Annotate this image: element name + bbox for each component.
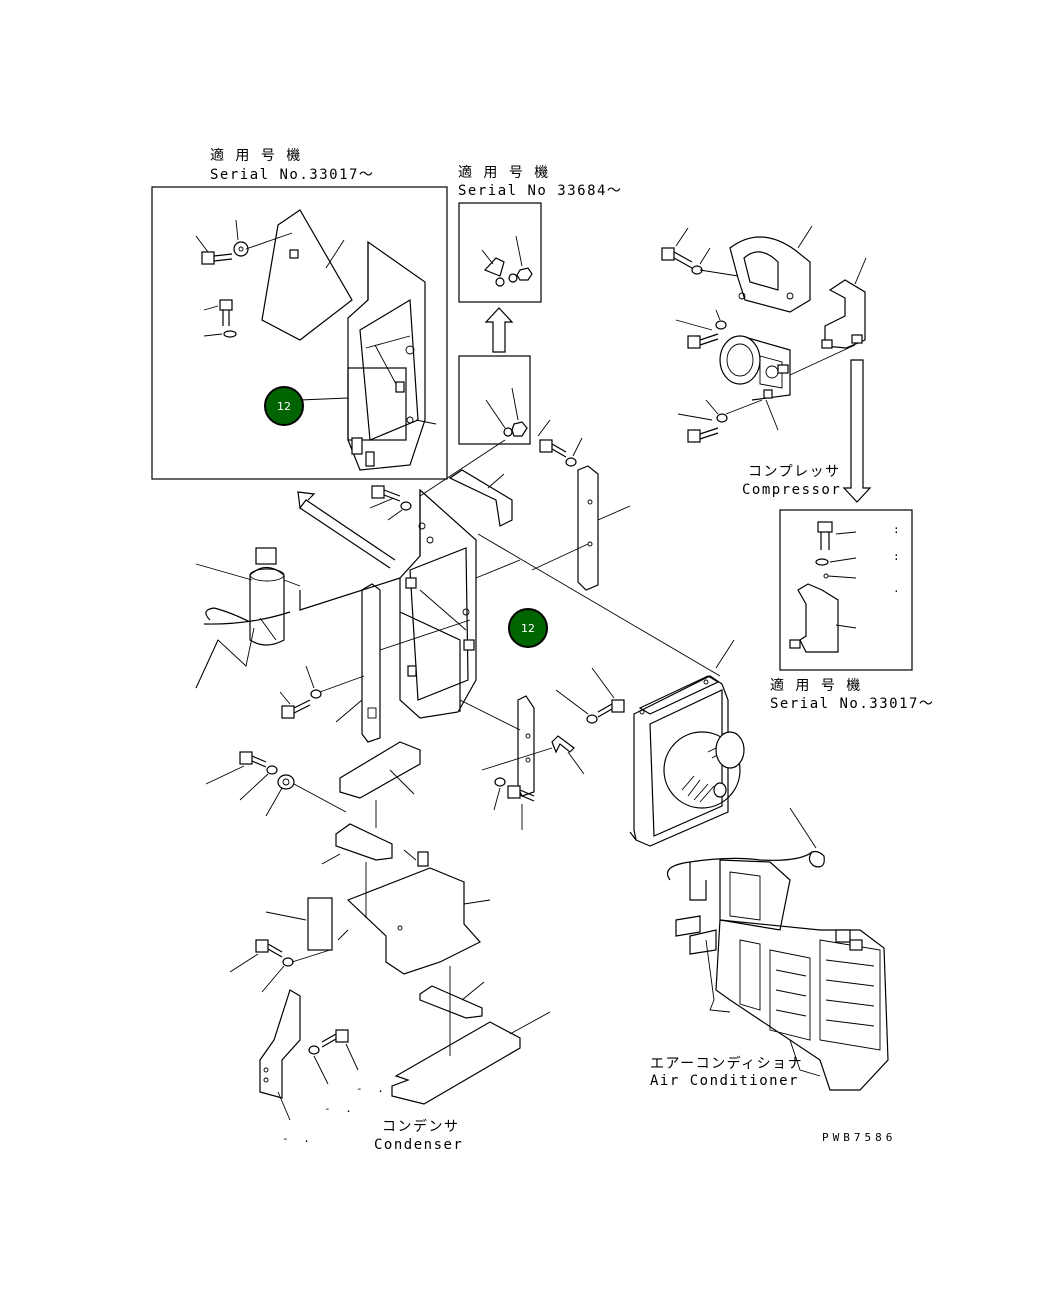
grommet-icon	[277, 774, 295, 790]
bolt-icon	[687, 333, 719, 349]
svg-text:- .: - .	[324, 1102, 356, 1115]
washer-icon	[494, 777, 506, 787]
callout-number: 12	[277, 400, 291, 413]
bolt-icon	[817, 521, 833, 550]
bracket-plate	[261, 209, 353, 341]
bolt-icon	[321, 1029, 349, 1048]
washer-icon	[310, 689, 322, 699]
support-bar	[517, 695, 535, 797]
rubber-pad	[339, 741, 421, 799]
clip-bracket	[483, 257, 505, 277]
condenser-label-jp: コンデンサ	[382, 1118, 460, 1135]
nut-icon	[511, 421, 528, 437]
callout-circle	[264, 386, 304, 426]
support-bar	[577, 465, 599, 591]
callout-circle	[508, 608, 548, 648]
lower-bracket	[346, 867, 481, 975]
support-bar	[361, 583, 381, 743]
inset-top-middle-applicable-label: 適 用 号 機	[458, 164, 550, 181]
part-callout-12-lower[interactable]: 12	[508, 608, 548, 648]
washer-icon	[223, 330, 237, 338]
svg-text::: :	[893, 550, 904, 563]
svg-text:.: .	[893, 582, 904, 595]
washer-icon	[586, 714, 598, 724]
arrow-diagonal-icon	[297, 491, 396, 561]
compressor-label-en: Compressor	[742, 482, 841, 498]
washer-icon	[508, 273, 518, 283]
condenser-panel	[399, 488, 477, 719]
bolt-icon	[539, 439, 567, 458]
clip-bracket	[551, 735, 575, 754]
rubber-pad	[335, 823, 393, 861]
rubber-pad	[448, 469, 513, 527]
washer-icon	[715, 320, 727, 330]
callout-number: 12	[521, 622, 535, 635]
condenser-unit-icon	[629, 639, 745, 847]
drawing-code: PWB7586	[822, 1131, 896, 1144]
bolt-icon	[371, 485, 401, 502]
washer-icon	[716, 413, 728, 423]
inset-top-middle-serial-label: Serial No 33684～	[458, 183, 622, 199]
washer-icon	[282, 957, 294, 967]
side-bracket	[797, 583, 839, 653]
nut-icon	[516, 267, 533, 281]
washer-icon	[815, 558, 829, 566]
washer-icon	[503, 427, 513, 437]
condenser-mount-assembly: - . - . - . コンデンサ Condenser	[195, 419, 721, 1153]
air-conditioner-unit-icon: エアーコンディショナ Air Conditioner	[650, 807, 889, 1091]
receiver-dryer-icon	[203, 547, 291, 646]
air-conditioner-label-jp: エアーコンディショナ	[650, 1055, 803, 1072]
inset-top-middle-lower-frame	[458, 355, 531, 445]
washer-icon	[233, 241, 249, 257]
inset-top-middle-frame	[458, 202, 542, 303]
inset-serial-33684: 適 用 号 機 Serial No 33684～	[419, 164, 622, 497]
compressor-bracket	[729, 236, 811, 313]
svg-text:- .: - .	[356, 1082, 388, 1095]
bolt-icon	[239, 751, 267, 768]
inset-serial-33017-top-left: 適 用 号 機 Serial No.33017～	[151, 147, 448, 480]
compressor-assembly: コンプレッサ Compressor	[661, 225, 872, 503]
dryer-bracket-line	[299, 577, 401, 611]
l-bracket	[259, 989, 301, 1099]
side-bracket	[824, 279, 866, 349]
inset-right-frame	[779, 509, 913, 671]
bolt-icon	[219, 299, 233, 326]
bolt-icon	[201, 251, 233, 265]
rubber-pad	[419, 985, 483, 1019]
condenser-label-en: Condenser	[374, 1137, 463, 1153]
washer-icon	[565, 457, 577, 467]
inset-right-serial-label: Serial No.33017～	[770, 696, 934, 712]
bolt-icon	[281, 699, 311, 719]
inset-serial-33017-right: : : . 適 用 号 機 Serial No.33017～	[770, 509, 934, 712]
mounting-panel	[347, 240, 426, 471]
bolt-icon	[687, 427, 719, 443]
washer-icon	[266, 765, 278, 775]
bolt-icon	[255, 939, 283, 958]
inset-right-applicable-label: 適 用 号 機	[770, 677, 862, 694]
bolt-icon	[661, 247, 693, 269]
air-conditioner-label-en: Air Conditioner	[650, 1073, 799, 1089]
compressor-icon	[719, 335, 856, 401]
arrow-up-icon	[484, 307, 514, 353]
compressor-label-jp: コンプレッサ	[748, 464, 841, 480]
svg-text:- .: - .	[282, 1132, 314, 1145]
washer-icon	[400, 501, 412, 511]
bolt-icon	[507, 785, 535, 802]
washer-icon	[308, 1045, 320, 1055]
svg-text::: :	[893, 523, 904, 536]
washer-icon	[495, 277, 505, 287]
arrow-down-icon	[842, 359, 872, 503]
bolt-icon	[597, 699, 625, 718]
inset-top-left-serial-label: Serial No.33017～	[210, 167, 374, 183]
base-plate	[391, 1021, 521, 1105]
inset-top-left-frame	[151, 186, 448, 480]
inset-top-left-applicable-label: 適 用 号 機	[210, 147, 302, 164]
rubber-block	[307, 897, 333, 951]
part-callout-12-upper[interactable]: 12	[264, 386, 304, 426]
